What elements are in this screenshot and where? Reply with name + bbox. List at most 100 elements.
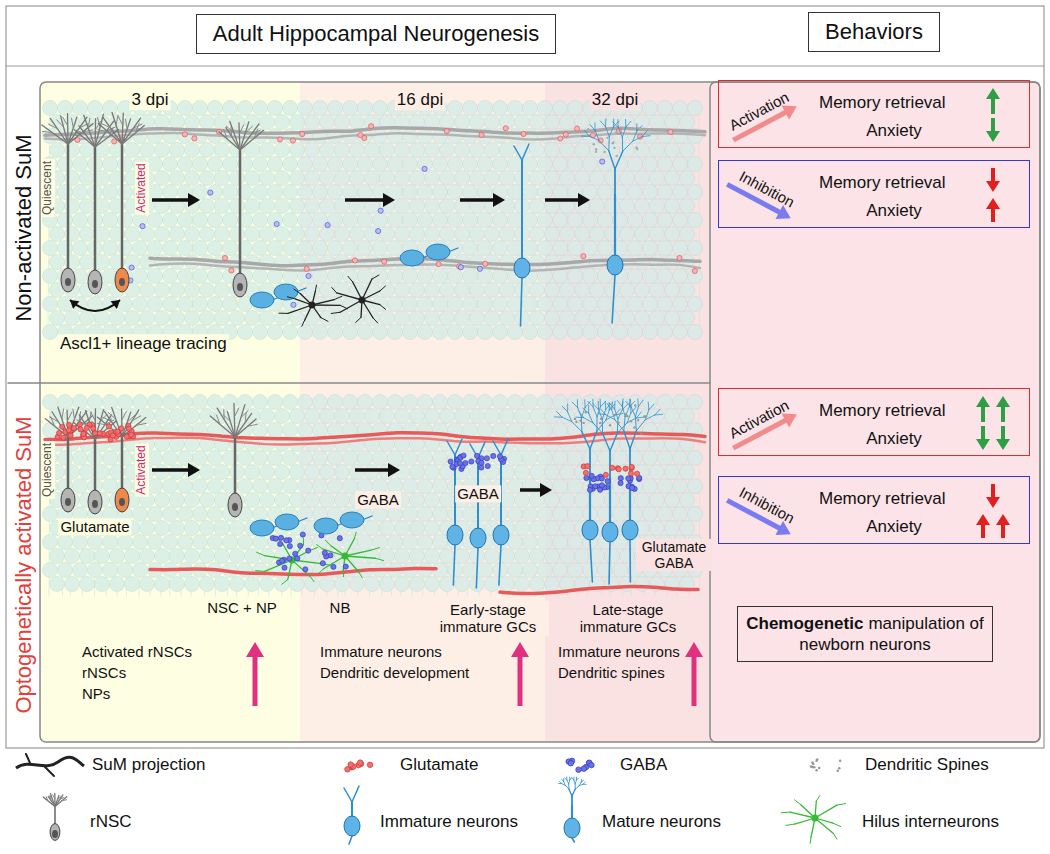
stroke-line (584, 400, 585, 408)
stroke-line (241, 411, 248, 418)
granule-cell (230, 521, 245, 536)
granule-cell (500, 171, 515, 186)
granule-cell (140, 283, 155, 298)
granule-cell (148, 507, 163, 522)
arrowhead (70, 300, 79, 309)
granule-cell (508, 423, 523, 438)
granule-cell (163, 395, 178, 410)
transmitter-dot (106, 424, 111, 429)
granule-cell (673, 297, 688, 312)
granule-cell (530, 549, 545, 564)
soma (426, 244, 450, 260)
granule-cell (208, 185, 223, 200)
transmitter-dot (126, 426, 131, 431)
soma (88, 270, 102, 294)
granule-cell (613, 297, 628, 312)
granule-cell (185, 409, 200, 424)
granule-cell (485, 311, 500, 326)
granule-cell (155, 283, 170, 298)
granule-cell (350, 227, 365, 242)
granule-cell (200, 521, 215, 536)
stroke-line (572, 402, 578, 408)
granule-cell (478, 297, 493, 312)
granule-cell (298, 507, 313, 522)
stroke-line (594, 123, 595, 131)
granule-cell (590, 171, 605, 186)
granule-cell (680, 493, 695, 508)
granule-cell (395, 311, 410, 326)
granule-cell (95, 255, 110, 270)
granule-cell (320, 283, 335, 298)
granule-cell (313, 395, 328, 410)
stroke-line (334, 296, 342, 299)
granule-cell (448, 563, 463, 578)
stroke-line (265, 560, 292, 571)
stroke-line (118, 116, 122, 125)
granule-cell (418, 507, 433, 522)
stroke-line (614, 195, 616, 257)
granule-cell (523, 101, 538, 116)
granule-cell (605, 227, 620, 242)
granule-cell (418, 185, 433, 200)
granule-cell (658, 507, 673, 522)
granule-cell (185, 255, 200, 270)
granule-cell (313, 157, 328, 172)
granule-cell (253, 395, 268, 410)
granule-cell (680, 199, 695, 214)
granule-cell (73, 213, 88, 228)
granule-cell (665, 493, 680, 508)
stroke-line (103, 117, 122, 144)
granule-cell (673, 101, 688, 116)
granule-cell (418, 129, 433, 144)
granule-cell (358, 213, 373, 228)
granule-cell (605, 549, 620, 564)
granule-cell (575, 549, 590, 564)
stroke-line (239, 125, 243, 134)
granule-cell (545, 465, 560, 480)
stroke-line (48, 124, 57, 128)
granule-cell (193, 479, 208, 494)
granule-cell (320, 143, 335, 158)
granule-cell (148, 269, 163, 284)
granule-cell (223, 101, 238, 116)
granule-cell (463, 157, 478, 172)
granule-cell (433, 507, 448, 522)
granule-cell (335, 143, 350, 158)
granule-cell (440, 171, 455, 186)
granule-cell (448, 395, 463, 410)
granule-cell (178, 507, 193, 522)
arrowhead (188, 463, 200, 477)
granule-cell (58, 297, 73, 312)
granule-cell (95, 227, 110, 242)
transmitter-dot (444, 128, 449, 133)
stroke-line (302, 320, 305, 326)
transmitter-dot (306, 273, 311, 278)
granule-cell (185, 143, 200, 158)
granule-cell (545, 409, 560, 424)
granule-cell (238, 101, 253, 116)
granule-cell (463, 507, 478, 522)
stroke-line (239, 150, 242, 275)
granule-cell (650, 143, 665, 158)
granule-cell (440, 143, 455, 158)
stroke-line (230, 121, 240, 150)
granule-cell (208, 101, 223, 116)
stroke-line (618, 127, 622, 137)
transmitter-dot (369, 124, 374, 129)
granule-cell (88, 297, 103, 312)
transmitter-dot (612, 142, 614, 144)
granule-cell (478, 563, 493, 578)
stroke-line (98, 130, 108, 132)
granule-cell (350, 311, 365, 326)
granule-cell (328, 325, 343, 340)
stroke-line (73, 409, 75, 419)
stroke-line (609, 127, 613, 137)
granule-cell (373, 213, 388, 228)
granule-cell (388, 297, 403, 312)
granule-cell (350, 465, 365, 480)
granule-cell (335, 171, 350, 186)
granule-cell (380, 283, 395, 298)
granule-cell (65, 549, 80, 564)
granule-cell (433, 269, 448, 284)
granule-cell (455, 577, 470, 592)
